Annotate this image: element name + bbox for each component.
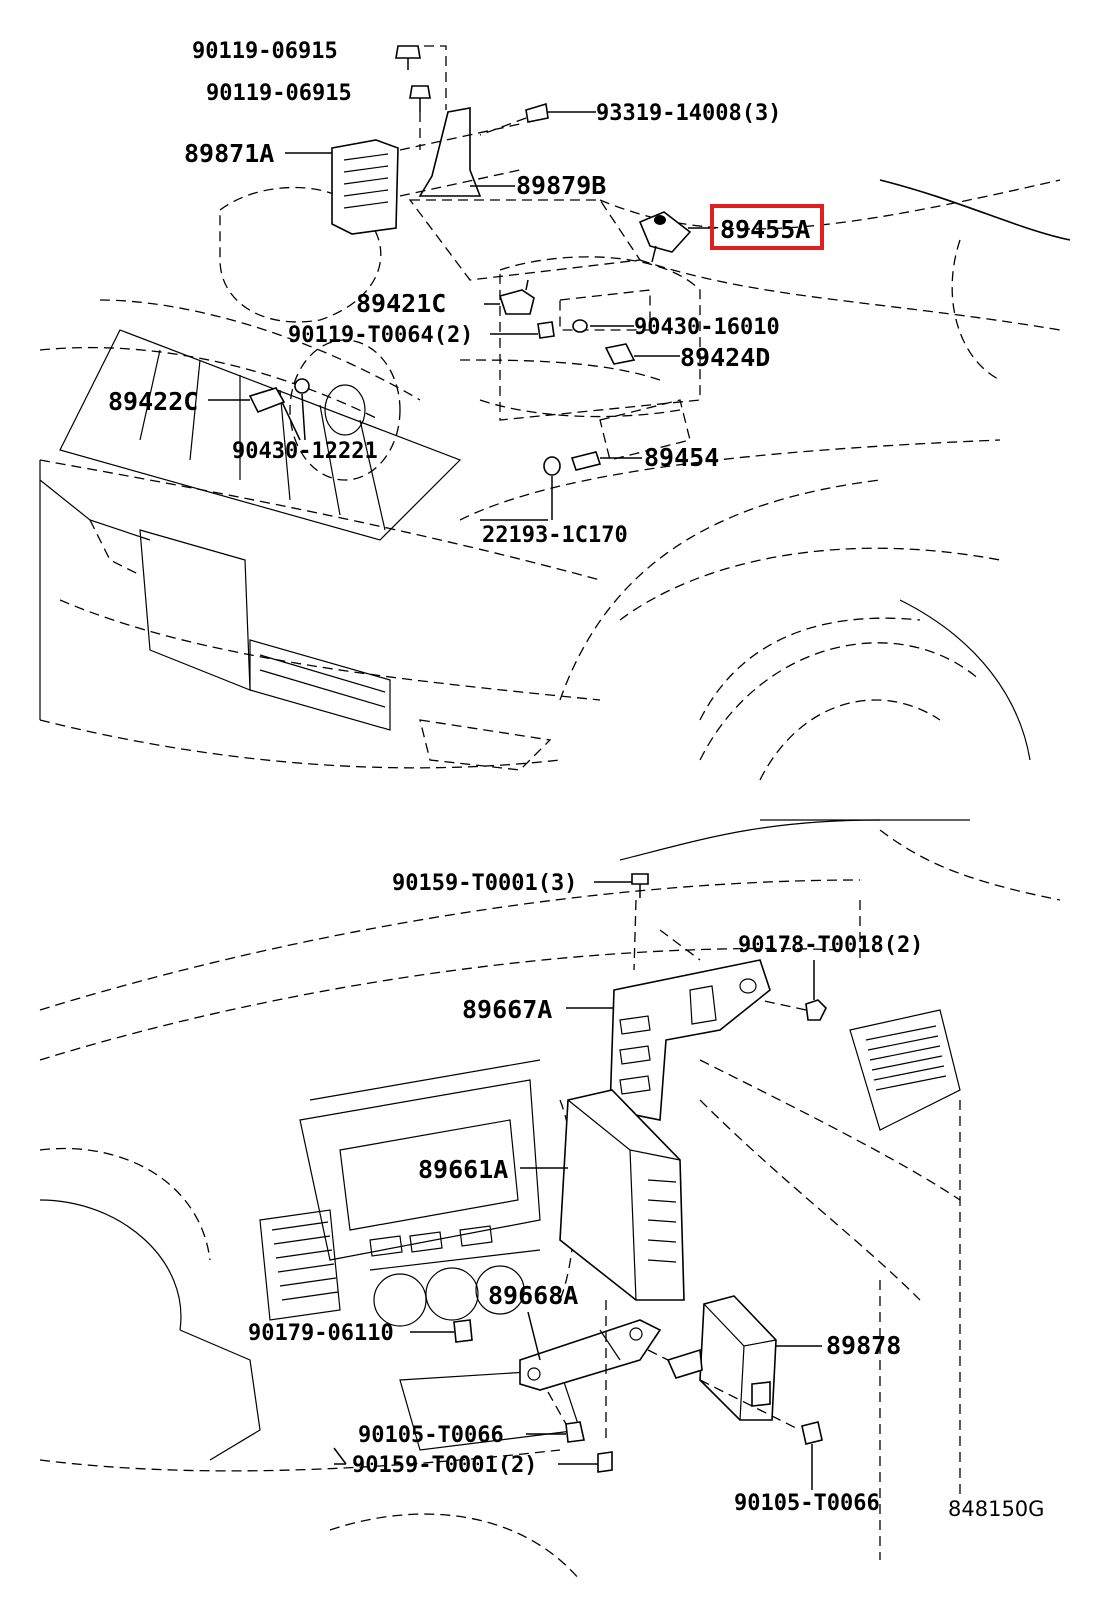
sensor-89455A xyxy=(638,211,716,263)
label-89878: 89878 xyxy=(826,1331,901,1360)
bracket-89879B xyxy=(399,107,521,197)
washer-22193-1C170 xyxy=(480,456,561,521)
nut-90178-T0018 xyxy=(759,960,827,1021)
highlight-box-89455A xyxy=(710,204,824,250)
engine-bay-illustration xyxy=(39,179,1071,781)
label-89455A: 89455A xyxy=(720,215,810,244)
washer-90430-16010 xyxy=(572,319,634,333)
label-90430-12221: 90430-12221 xyxy=(232,439,378,464)
diagram-reference-code: 848150G xyxy=(948,1497,1044,1521)
bolt-93319-14008 xyxy=(479,102,596,136)
bolt-90159-T0001-2 xyxy=(558,1451,613,1473)
label-90179-06110: 90179-06110 xyxy=(248,1321,394,1346)
label-90178-T0018: 90178-T0018(2) xyxy=(738,933,923,958)
label-90159-T0001-2: 90159-T0001(2) xyxy=(352,1453,537,1478)
label-89668A: 89668A xyxy=(488,1281,578,1310)
bolt-90105-T0066-a xyxy=(526,1391,585,1443)
sensor-89421C xyxy=(484,279,535,315)
part-89871A xyxy=(285,139,399,235)
bolt-90119-06915-b xyxy=(409,85,431,112)
label-89661A: 89661A xyxy=(418,1155,508,1184)
bolt-90119-T0064 xyxy=(490,321,555,339)
label-89879B: 89879B xyxy=(516,171,606,200)
washer-90430-12221 xyxy=(281,378,310,441)
nut-90179-06110 xyxy=(410,1319,473,1343)
label-89421C: 89421C xyxy=(356,289,446,318)
module-89878 xyxy=(647,1295,822,1431)
label-90119-T0064: 90119-T0064(2) xyxy=(288,323,473,348)
bracket-89668A xyxy=(519,1300,662,1440)
ecu-89661A xyxy=(520,1089,685,1301)
label-89871A: 89871A xyxy=(184,139,274,168)
label-90159-T0001-3: 90159-T0001(3) xyxy=(392,871,577,896)
label-90119-06915-b: 90119-06915 xyxy=(206,81,352,106)
dashboard-illustration xyxy=(39,819,1061,1581)
label-89422C: 89422C xyxy=(108,387,198,416)
label-89424D: 89424D xyxy=(680,343,770,372)
label-90119-06915-a: 90119-06915 xyxy=(192,39,338,64)
label-90105-T0066-b: 90105-T0066 xyxy=(734,1491,880,1516)
label-89667A: 89667A xyxy=(462,995,552,1024)
label-90430-16010: 90430-16010 xyxy=(634,315,780,340)
sensor-89422C xyxy=(208,387,286,414)
label-22193-1C170: 22193-1C170 xyxy=(482,523,628,548)
label-90105-T0066-a: 90105-T0066 xyxy=(358,1423,504,1448)
bolt-90105-T0066-b xyxy=(801,1421,823,1490)
sensor-89454 xyxy=(570,451,642,471)
bolt-90159-T0001-3 xyxy=(594,873,701,971)
sensor-89424D xyxy=(604,343,680,365)
label-89454: 89454 xyxy=(644,443,719,472)
label-93319-14008: 93319-14008(3) xyxy=(596,101,781,126)
bolt-90119-06915-a xyxy=(395,45,421,70)
labels: 90119-06915 90119-06915 93319-14008(3) 8… xyxy=(108,39,1044,1521)
